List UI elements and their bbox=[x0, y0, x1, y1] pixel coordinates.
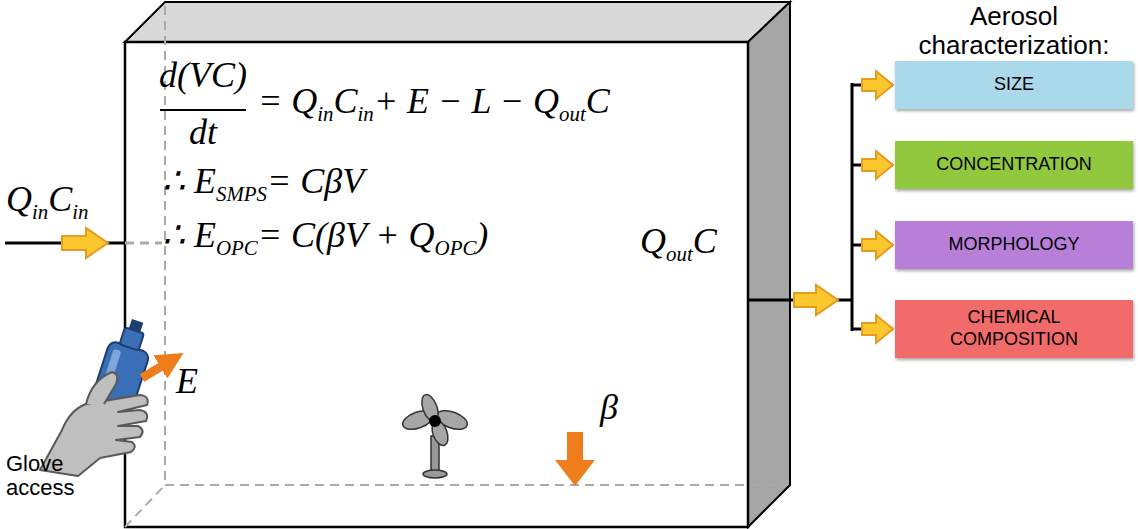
equation-term: ∴ E bbox=[162, 215, 216, 255]
mixing-fan bbox=[400, 392, 470, 478]
subscript: in bbox=[32, 200, 48, 224]
subscript: in bbox=[358, 102, 374, 126]
chamber-front bbox=[125, 42, 748, 527]
flow-arrow bbox=[62, 228, 108, 258]
equation-term: + E − L − Q bbox=[374, 81, 559, 121]
opc-equation: ∴ EOPC= C(βV + QOPC) bbox=[162, 214, 488, 261]
flow-arrow bbox=[794, 285, 838, 315]
equation-term: C bbox=[48, 179, 72, 219]
fraction-denominator: dt bbox=[189, 113, 217, 153]
subscript: in bbox=[72, 200, 88, 224]
fraction-bar bbox=[160, 109, 246, 111]
box-label: SIZE bbox=[986, 70, 1042, 100]
equation-term: C bbox=[693, 221, 717, 261]
subscript: OPC bbox=[216, 236, 258, 260]
chamber-top bbox=[125, 2, 790, 42]
equation-term: ∴ E bbox=[162, 161, 216, 201]
subscript: out bbox=[559, 102, 586, 126]
equation-term: C bbox=[586, 81, 610, 121]
emission-symbol: E bbox=[176, 362, 198, 402]
flow-arrow bbox=[862, 231, 893, 259]
analysis-box: CHEMICAL COMPOSITION bbox=[895, 300, 1133, 357]
fraction-numerator: d(VC) bbox=[159, 56, 247, 96]
equation-term: C bbox=[334, 81, 358, 121]
branch-bus bbox=[851, 83, 854, 331]
box-label: CONCENTRATION bbox=[928, 150, 1100, 180]
analysis-box: CONCENTRATION bbox=[895, 141, 1133, 189]
back-edge bbox=[125, 485, 165, 527]
outflow-term: QoutC bbox=[640, 220, 717, 267]
equation-term: ) bbox=[476, 215, 488, 255]
flow-arrow bbox=[862, 315, 893, 343]
subscript: OPC bbox=[435, 236, 477, 260]
glove-label: Glove access bbox=[6, 452, 106, 500]
deposition-arrow bbox=[555, 432, 595, 486]
balance-equation: = QinCin+ E − L − QoutC bbox=[258, 80, 610, 127]
subscript: out bbox=[666, 242, 693, 266]
inflow-term: QinCin bbox=[6, 178, 89, 225]
loss-symbol: β bbox=[600, 388, 618, 428]
subscript: SMPS bbox=[216, 182, 267, 206]
flow-arrow bbox=[862, 71, 893, 99]
panel-heading: Aerosol characterization: bbox=[894, 2, 1134, 59]
flow-arrow bbox=[862, 151, 893, 179]
back-edge bbox=[165, 484, 788, 486]
equation-term: = C(βV + Q bbox=[258, 215, 435, 255]
equation-term: = CβV bbox=[267, 161, 364, 201]
smps-equation: ∴ ESMPS= CβV bbox=[162, 160, 364, 207]
emission-arrow bbox=[142, 360, 172, 378]
chamber-side bbox=[748, 2, 790, 527]
box-label: CHEMICAL COMPOSITION bbox=[895, 303, 1133, 354]
box-label: MORPHOLOGY bbox=[940, 230, 1087, 260]
inlet-line bbox=[125, 242, 162, 245]
equation-term: = Q bbox=[258, 81, 317, 121]
equation-term: Q bbox=[6, 179, 32, 219]
analysis-box: SIZE bbox=[895, 61, 1133, 109]
analysis-box: MORPHOLOGY bbox=[895, 221, 1133, 269]
subscript: in bbox=[317, 102, 333, 126]
equation-term: Q bbox=[640, 221, 666, 261]
